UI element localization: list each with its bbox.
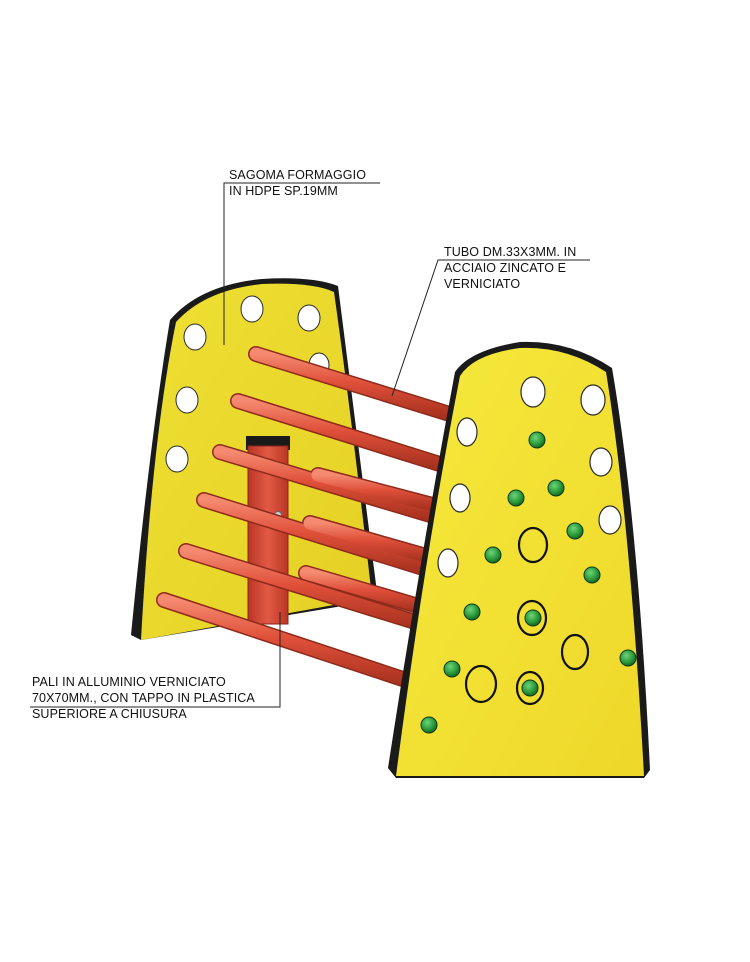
tube [157, 593, 425, 691]
tube [231, 394, 453, 473]
tube [197, 493, 443, 579]
leader-line-tube [391, 259, 590, 397]
right-panel-hole [598, 505, 622, 535]
climbing-hold [443, 660, 461, 678]
climbing-hold [420, 716, 438, 734]
tube [249, 347, 463, 423]
callout-tube-line3: VERNICIATO [444, 277, 521, 291]
leader-lines [30, 182, 590, 708]
callout-post-line3: SUPERIORE A CHIUSURA [32, 707, 187, 721]
left-panel-hole [297, 304, 321, 332]
tube [213, 445, 447, 525]
right-panel-hole [449, 483, 471, 513]
right-cheese-panel [388, 341, 650, 778]
callout-tube-line2: ACCIAIO ZINCATO E [444, 261, 567, 275]
climbing-hold [583, 566, 601, 584]
left-panel-hole [183, 323, 207, 351]
callout-post-label: PALI IN ALLUMINIO VERNICIATO 70X70MM., C… [32, 674, 255, 722]
left-panel-hole [175, 386, 199, 414]
climbing-hold [619, 649, 637, 667]
callout-tube-line1: TUBO DM.33X3MM. IN [444, 245, 577, 259]
climbing-hold [507, 489, 525, 507]
right-panel-hole [580, 384, 606, 416]
climbing-hold [528, 431, 546, 449]
tube [303, 516, 447, 567]
climbing-hold [521, 679, 539, 697]
right-panel-hole [456, 417, 478, 447]
climbing-hold [524, 609, 542, 627]
right-panel-hole [437, 548, 459, 578]
climbing-hold [484, 546, 502, 564]
climbing-hold [566, 522, 584, 540]
left-panel-hole [240, 295, 264, 323]
climbing-hold [463, 603, 481, 621]
right-panel-ring [516, 599, 548, 637]
left-panel-hole [165, 445, 189, 473]
leader-line-panel [223, 182, 380, 345]
callout-panel-line2: IN HDPE SP.19MM [229, 184, 338, 198]
callout-post-line2: 70X70MM., CON TAPPO IN PLASTICA [32, 691, 255, 705]
callout-panel-label: SAGOMA FORMAGGIO IN HDPE SP.19MM [229, 167, 366, 199]
callout-post-line1: PALI IN ALLUMINIO VERNICIATO [32, 675, 226, 689]
tube [311, 468, 451, 515]
right-panel-ring [464, 664, 498, 704]
leader-line-post [30, 612, 281, 708]
right-panel-ring [517, 526, 549, 564]
right-panel-ring [560, 633, 590, 671]
tube [179, 544, 435, 633]
callout-panel-line1: SAGOMA FORMAGGIO [229, 168, 367, 182]
climbing-hold [547, 479, 565, 497]
tube [299, 566, 439, 617]
right-panel-hole [589, 447, 613, 477]
right-panel-ring [515, 670, 545, 706]
callout-tube-label: TUBO DM.33X3MM. IN ACCIAIO ZINCATO E VER… [444, 244, 576, 292]
right-panel-hole [520, 376, 546, 408]
horizontal-tubes [156, 346, 464, 692]
